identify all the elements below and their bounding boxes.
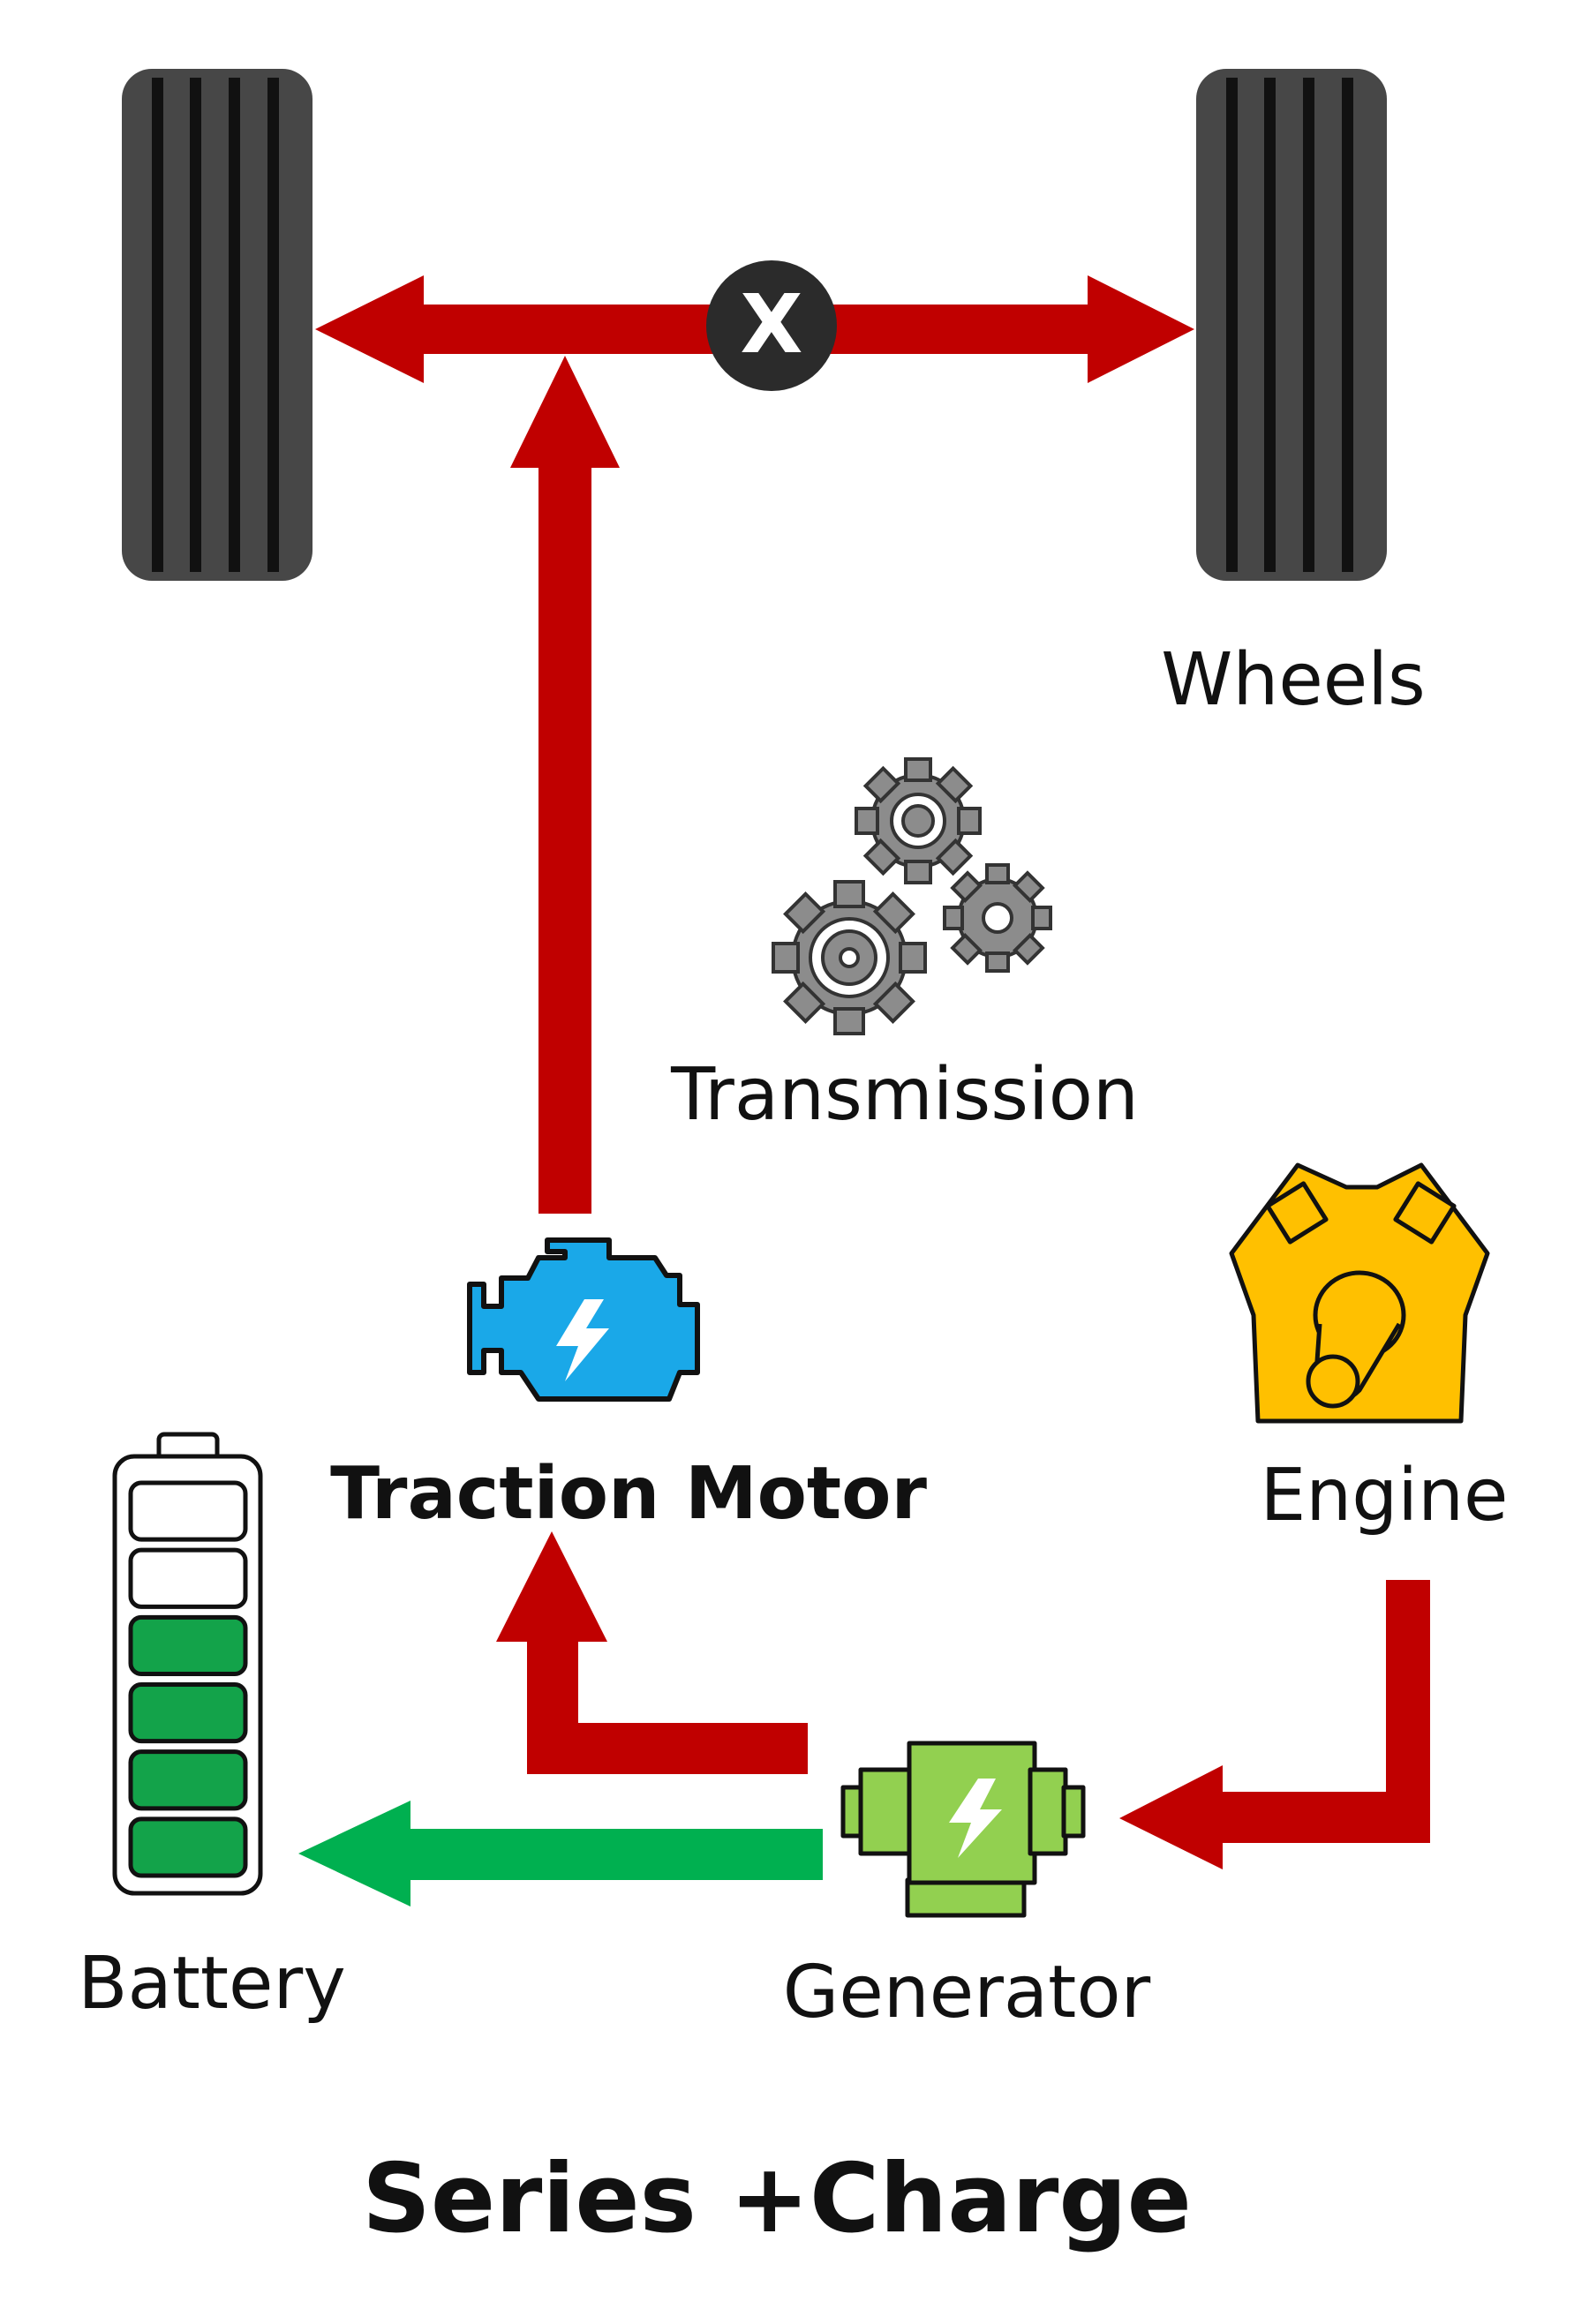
left-wheel-icon [122, 69, 313, 581]
electric-motor-icon [467, 1237, 700, 1402]
battery-icon [112, 1432, 263, 1896]
diagram-title: Series +Charge [362, 2144, 1192, 2254]
right-wheel-icon [1196, 69, 1387, 581]
battery-cell-charged [128, 1749, 248, 1811]
engine-to-generator-arrow [1119, 1580, 1430, 1869]
transmission-label: Transmission [670, 1053, 1139, 1137]
battery-label: Battery [78, 1942, 346, 2026]
battery-cell-charged [128, 1614, 248, 1677]
motor-to-axle-arrow [510, 356, 620, 1214]
battery-cell-empty [128, 1480, 248, 1542]
battery-cell-empty [128, 1547, 248, 1609]
generator-to-motor-arrow [496, 1531, 808, 1774]
battery-cell-charged [128, 1816, 248, 1878]
traction-motor-label: Traction Motor [330, 1452, 927, 1536]
generator-to-battery-arrow [298, 1801, 823, 1907]
generator-label: Generator [783, 1951, 1151, 2034]
battery-cell-charged [128, 1682, 248, 1744]
engine-icon [1229, 1162, 1490, 1424]
wheels-label: Wheels [1161, 638, 1425, 722]
generator-icon [840, 1741, 1086, 1918]
engine-label: Engine [1260, 1454, 1508, 1538]
gears-icon [772, 757, 1052, 1035]
clutch-symbol: X [741, 277, 803, 372]
clutch-x-icon: X [706, 260, 837, 391]
